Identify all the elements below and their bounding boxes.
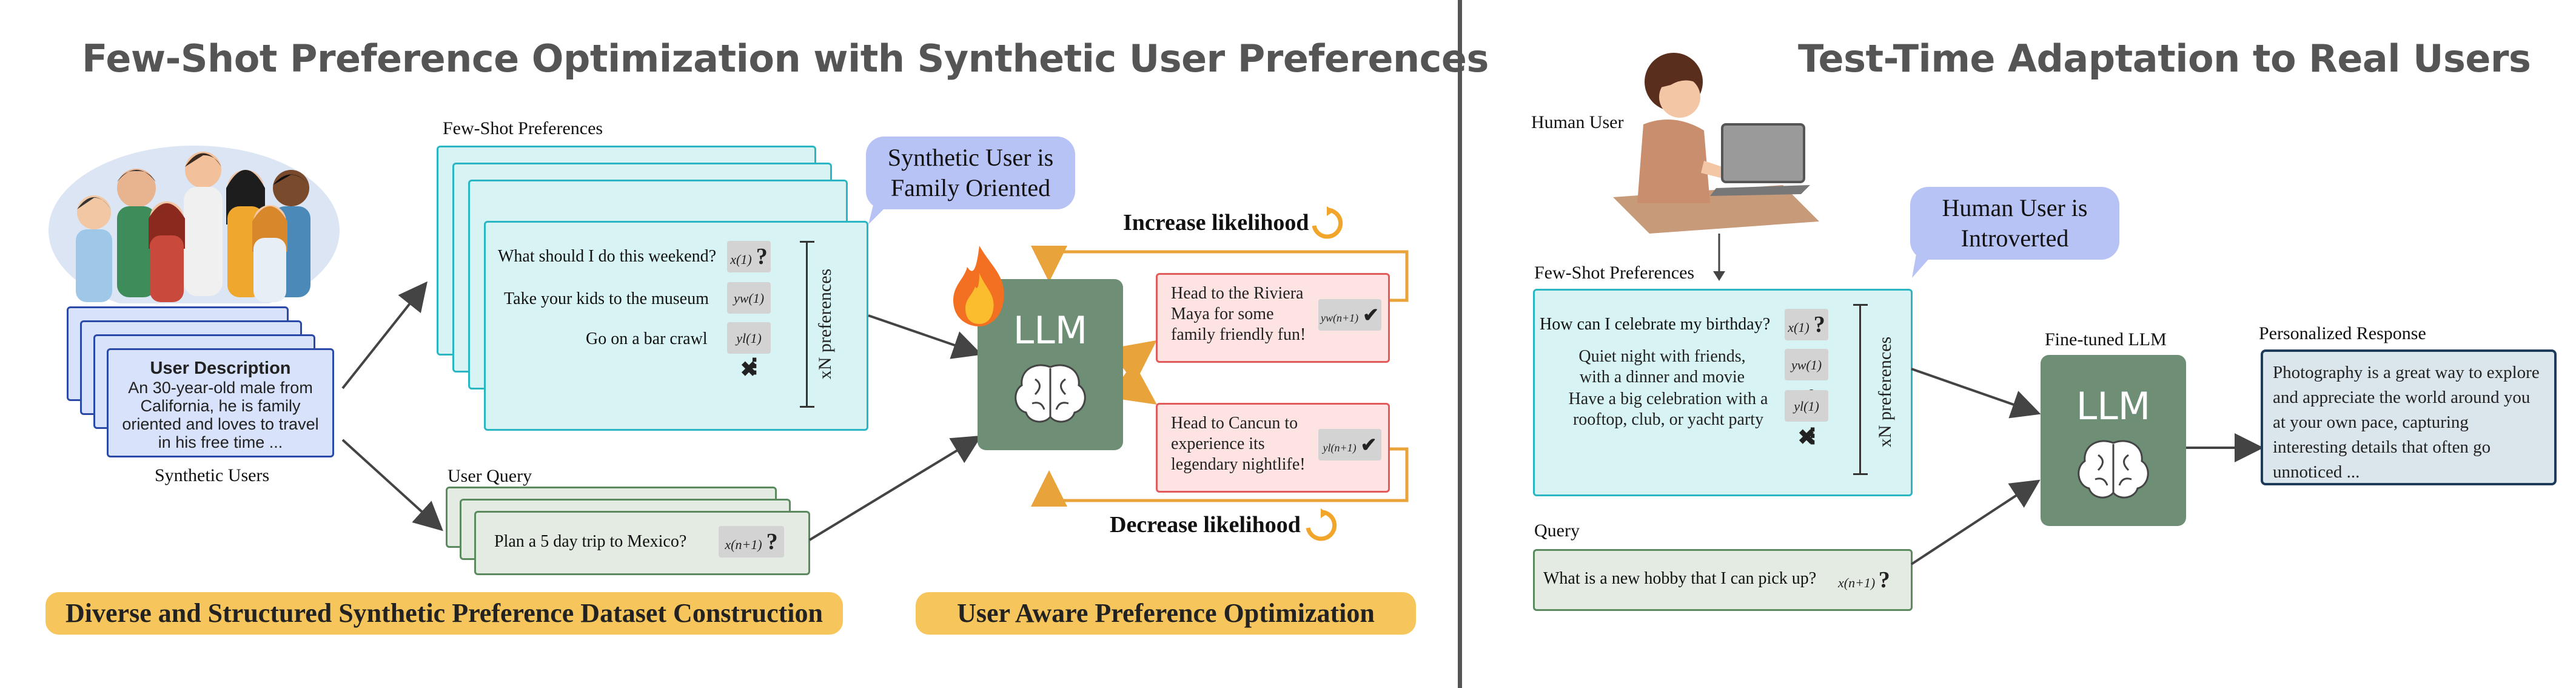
few-shot-label-right: Few-Shot Preferences bbox=[1534, 263, 1695, 283]
yw-next-symbol: yw(n+1) ✔ bbox=[1318, 299, 1381, 331]
x-symbol: x(1) ? bbox=[727, 241, 771, 272]
bad-response-card: Head to Cancun to experience its legenda… bbox=[1156, 403, 1390, 493]
few-shot-card-left: What should I do this weekend? x(1) ? Ta… bbox=[484, 221, 868, 431]
synthetic-users-illustration bbox=[49, 146, 340, 303]
yl-symbol-text: yl(1) bbox=[736, 331, 762, 346]
xn-bracket-bottom bbox=[800, 406, 814, 408]
few-shot-rejected: Go on a bar crawl bbox=[586, 329, 708, 348]
personalized-response-label: Personalized Response bbox=[2259, 323, 2426, 343]
llm-label-left: LLM bbox=[1013, 308, 1088, 352]
right-connector-arrows bbox=[1910, 368, 2264, 565]
few-shot-rejected-right: Have a big celebration with a rooftop, c… bbox=[1568, 390, 1768, 429]
question-mark-icon: ? bbox=[766, 529, 778, 555]
user-query-label: User Query bbox=[448, 466, 532, 486]
arrow-llm-to-good bbox=[1109, 340, 1157, 384]
few-shot-question: What should I do this weekend? bbox=[498, 247, 717, 266]
increase-loop bbox=[1031, 246, 1409, 302]
personalized-response-text: Photography is a great way to explore an… bbox=[2273, 363, 2540, 482]
preference-optimization-pill: User Aware Preference Optimization bbox=[916, 592, 1416, 635]
cross-icon: ✖ bbox=[1797, 427, 1816, 449]
x-next-symbol-right: x(n+1) ? bbox=[1838, 564, 1890, 599]
x-symbol-right-text: x(1) bbox=[1788, 320, 1810, 335]
left-connector-arrows bbox=[341, 246, 1409, 541]
few-shot-chosen: Take your kids to the museum bbox=[504, 289, 709, 308]
brain-icon bbox=[2078, 440, 2149, 499]
vertical-ellipsis-icon: ⋮ bbox=[743, 354, 765, 379]
arrow-users-to-preferences bbox=[341, 281, 428, 390]
x-symbol-right: x(1) ? bbox=[1785, 309, 1828, 340]
check-icon: ✔ bbox=[1363, 304, 1379, 326]
question-mark-icon: ? bbox=[756, 244, 768, 269]
arrow-preferences-to-finetuned bbox=[1911, 368, 2041, 419]
right-title: Test-Time Adaptation to Real Users bbox=[1798, 36, 2531, 81]
x-symbol-text: x(1) bbox=[730, 252, 752, 267]
yl-symbol-right: yl(1) ✖ bbox=[1785, 390, 1828, 449]
yw-symbol-right-text: yw(1) bbox=[1791, 357, 1822, 373]
bubble-tail-right bbox=[1912, 251, 1936, 278]
arrow-users-to-query bbox=[341, 439, 443, 531]
decrease-likelihood-label: Decrease likelihood bbox=[1110, 512, 1301, 538]
arrow-llm-to-bad bbox=[1109, 362, 1157, 405]
refresh-icon-decrease bbox=[1306, 508, 1337, 541]
arrow-preferences-to-llm bbox=[868, 314, 982, 359]
xn-bracket-right-bottom bbox=[1853, 473, 1868, 475]
brain-icon bbox=[1015, 364, 1086, 423]
query-text-right: What is a new hobby that I can pick up? bbox=[1543, 569, 1817, 588]
yl-next-symbol-text: yl(n+1) bbox=[1323, 442, 1357, 454]
arrow-user-to-preferences bbox=[1713, 234, 1725, 281]
question-mark-icon: ? bbox=[1878, 567, 1890, 593]
increase-likelihood-label: Increase likelihood bbox=[1123, 210, 1309, 235]
xn-bracket-right bbox=[1859, 304, 1861, 475]
refresh-icon-increase bbox=[1312, 206, 1343, 239]
xn-bracket-top bbox=[800, 241, 814, 243]
user-description-body: An 30-year-old male from California, he … bbox=[122, 379, 319, 451]
good-response-text: Head to the Riviera Maya for some family… bbox=[1171, 284, 1306, 344]
left-title: Few-Shot Preference Optimization with Sy… bbox=[82, 36, 1489, 81]
query-text-left: Plan a 5 day trip to Mexico? bbox=[494, 532, 687, 551]
human-user-illustration bbox=[1613, 53, 1819, 234]
yw-symbol-right: yw(1) ✔ bbox=[1785, 349, 1828, 408]
yl-next-symbol: yl(n+1) ✔ bbox=[1318, 429, 1381, 460]
x-next-symbol-text: x(n+1) bbox=[725, 537, 762, 552]
cross-icon: ✖ bbox=[740, 359, 758, 381]
bad-response-text: Head to Cancun to experience its legenda… bbox=[1171, 414, 1306, 474]
yl-symbol-right-text: yl(1) bbox=[1794, 399, 1819, 414]
decrease-loop bbox=[1031, 447, 1409, 507]
vertical-ellipsis-icon: ⋮ bbox=[1802, 424, 1823, 449]
yw-next-symbol-text: yw(n+1) bbox=[1321, 312, 1359, 324]
human-user-bubble: Human User is Introverted bbox=[1910, 187, 2119, 260]
fire-icon bbox=[953, 246, 1004, 326]
human-user-label: Human User bbox=[1531, 112, 1624, 132]
good-response-card: Head to the Riviera Maya for some family… bbox=[1156, 273, 1390, 363]
x-next-symbol-right-text: x(n+1) bbox=[1838, 575, 1876, 590]
xn-bracket bbox=[806, 241, 808, 408]
user-description-card: User Description An 30-year-old male fro… bbox=[107, 348, 334, 457]
few-shot-question-right: How can I celebrate my birthday? bbox=[1540, 315, 1771, 334]
user-description-heading: User Description bbox=[150, 359, 291, 378]
llm-box-left: LLM bbox=[978, 279, 1123, 450]
finetuned-llm-label: Fine-tuned LLM bbox=[2045, 329, 2167, 349]
yw-symbol-text: yw(1) bbox=[733, 291, 765, 306]
few-shot-label-left: Few-Shot Preferences bbox=[443, 118, 603, 138]
bubble-tail-left bbox=[868, 200, 893, 224]
synthetic-users-label: Synthetic Users bbox=[155, 465, 270, 485]
query-card-left: Plan a 5 day trip to Mexico? x(n+1) ? bbox=[474, 511, 810, 575]
few-shot-chosen-right: Quiet night with friends, with a dinner … bbox=[1578, 347, 1746, 386]
panel-divider bbox=[1458, 0, 1462, 688]
few-shot-card-right: How can I celebrate my birthday? x(1) ? … bbox=[1533, 289, 1913, 496]
question-mark-icon: ? bbox=[1813, 312, 1825, 337]
arrow-query-to-llm bbox=[808, 435, 982, 541]
query-label: Query bbox=[1534, 521, 1580, 541]
query-card-right: What is a new hobby that I can pick up? … bbox=[1533, 549, 1913, 611]
yl-symbol: yl(1) ✖ bbox=[727, 322, 771, 381]
xn-bracket-right-top bbox=[1853, 304, 1868, 306]
synthetic-user-bubble: Synthetic User is Family Oriented bbox=[866, 137, 1075, 209]
personalized-response-card: Photography is a great way to explore an… bbox=[2261, 349, 2557, 485]
dataset-construction-pill: Diverse and Structured Synthetic Prefere… bbox=[45, 592, 843, 635]
check-icon: ✔ bbox=[1360, 434, 1377, 456]
x-next-symbol: x(n+1) ? bbox=[719, 526, 784, 558]
arrow-query-to-finetuned bbox=[1910, 479, 2041, 565]
llm-label-right: LLM bbox=[2076, 384, 2151, 428]
llm-box-right: LLM bbox=[2041, 355, 2186, 526]
